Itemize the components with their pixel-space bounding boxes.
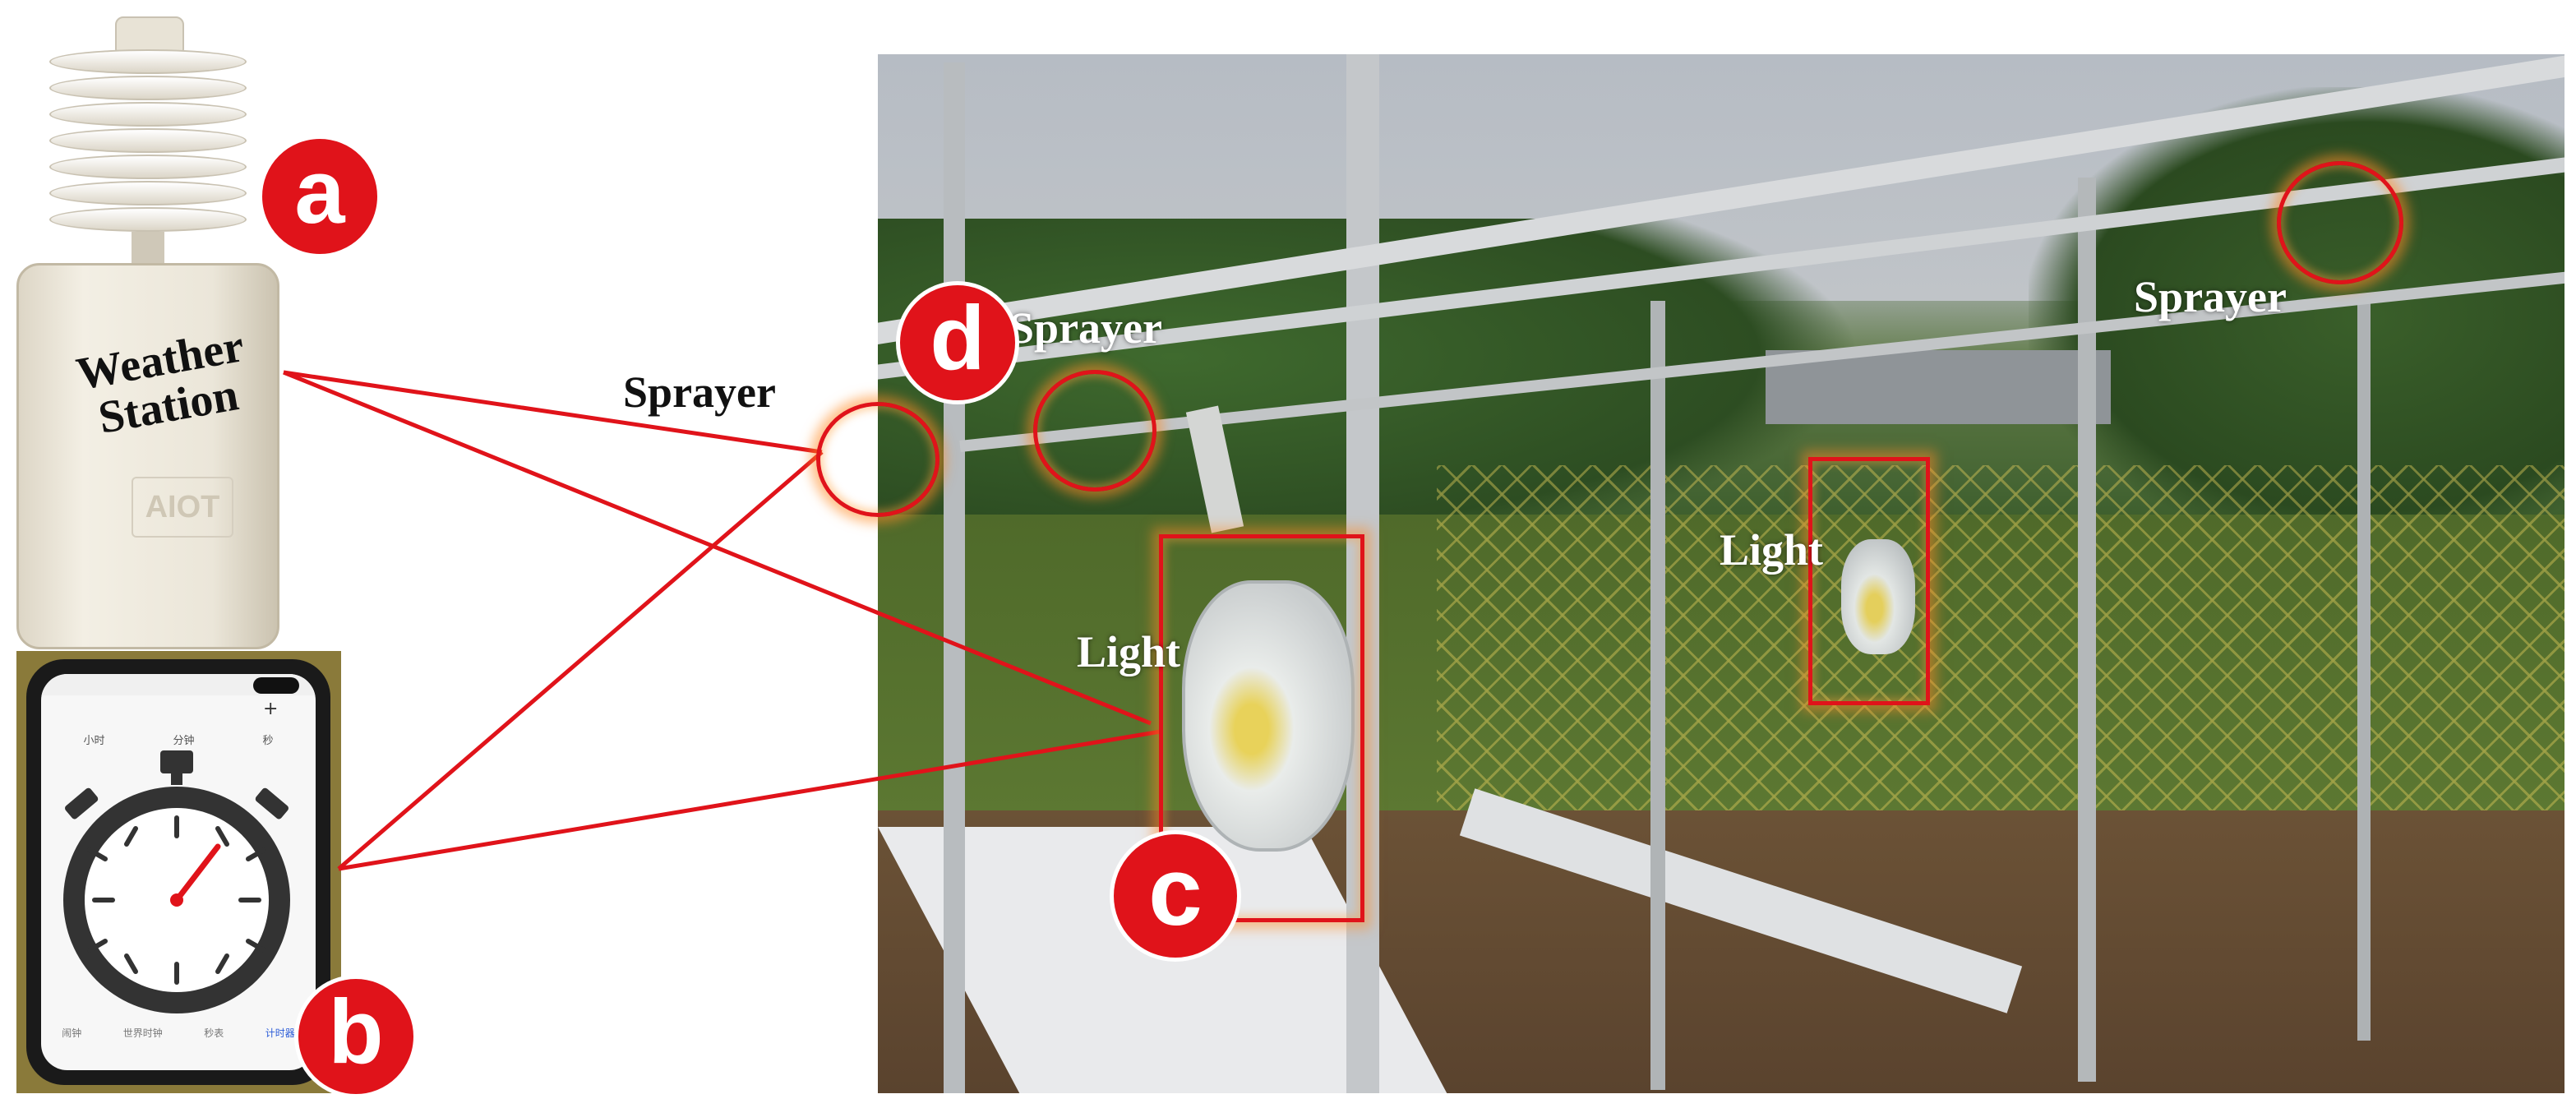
aiot-logo: AIOT	[132, 477, 233, 538]
light-fixture-far	[1841, 539, 1915, 654]
sprayer-label-d: Sprayer	[1009, 303, 1162, 353]
tab-seconds[interactable]: 秒	[262, 735, 274, 747]
radiation-shield-fin	[49, 128, 247, 153]
radiation-shield-fin	[49, 181, 247, 205]
light-label-far: Light	[1720, 525, 1824, 575]
light-label-near: Light	[1077, 627, 1181, 676]
badge-d: d	[896, 281, 1019, 404]
metal-post	[1650, 301, 1665, 1090]
camera-cutout	[253, 677, 299, 694]
tab-minutes[interactable]: 分钟	[173, 735, 195, 747]
radiation-shield-fin	[49, 155, 247, 179]
timer-tab-row: 小时 分钟 秒	[49, 732, 307, 747]
metal-post	[2357, 301, 2371, 1041]
add-icon[interactable]: +	[263, 699, 279, 719]
badge-a: a	[258, 135, 381, 258]
metal-post	[944, 62, 965, 1093]
nav-stopwatch[interactable]: 秒表	[204, 1027, 224, 1039]
weather-station-image: AIOT Weather Station	[16, 16, 288, 649]
radiation-shield-fin	[49, 102, 247, 127]
sprayer-label-left: Sprayer	[623, 367, 776, 417]
light-highlight-near	[1159, 534, 1364, 922]
radiation-shield-fin	[49, 49, 247, 74]
tree-line-right	[2029, 87, 2564, 547]
sprayer-highlight-d	[1033, 370, 1156, 492]
phone-bottom-nav: 闹钟 世界时钟 秒表 计时器	[41, 1026, 316, 1040]
sprayer-highlight-right	[2277, 161, 2403, 284]
tab-hours[interactable]: 小时	[83, 735, 105, 747]
badge-c: c	[1110, 830, 1241, 962]
light-fixture-near-globe	[1182, 580, 1355, 852]
enclosure-box	[16, 263, 279, 649]
sprayer-label-right: Sprayer	[2134, 272, 2287, 321]
stopwatch-icon	[63, 750, 290, 1013]
radiation-shield-fin	[49, 207, 247, 232]
distant-building	[1766, 350, 2111, 424]
station-mast	[132, 232, 164, 268]
nav-timer[interactable]: 计时器	[265, 1027, 295, 1039]
sprayer-highlight-left	[816, 402, 939, 517]
radiation-shield-fin	[49, 76, 247, 100]
nav-world-clock[interactable]: 世界时钟	[122, 1027, 163, 1039]
nav-alarm[interactable]: 闹钟	[62, 1027, 82, 1039]
station-cap	[115, 16, 184, 53]
badge-b: b	[294, 975, 418, 1098]
light-highlight-far	[1808, 457, 1930, 705]
metal-post	[2078, 178, 2096, 1082]
